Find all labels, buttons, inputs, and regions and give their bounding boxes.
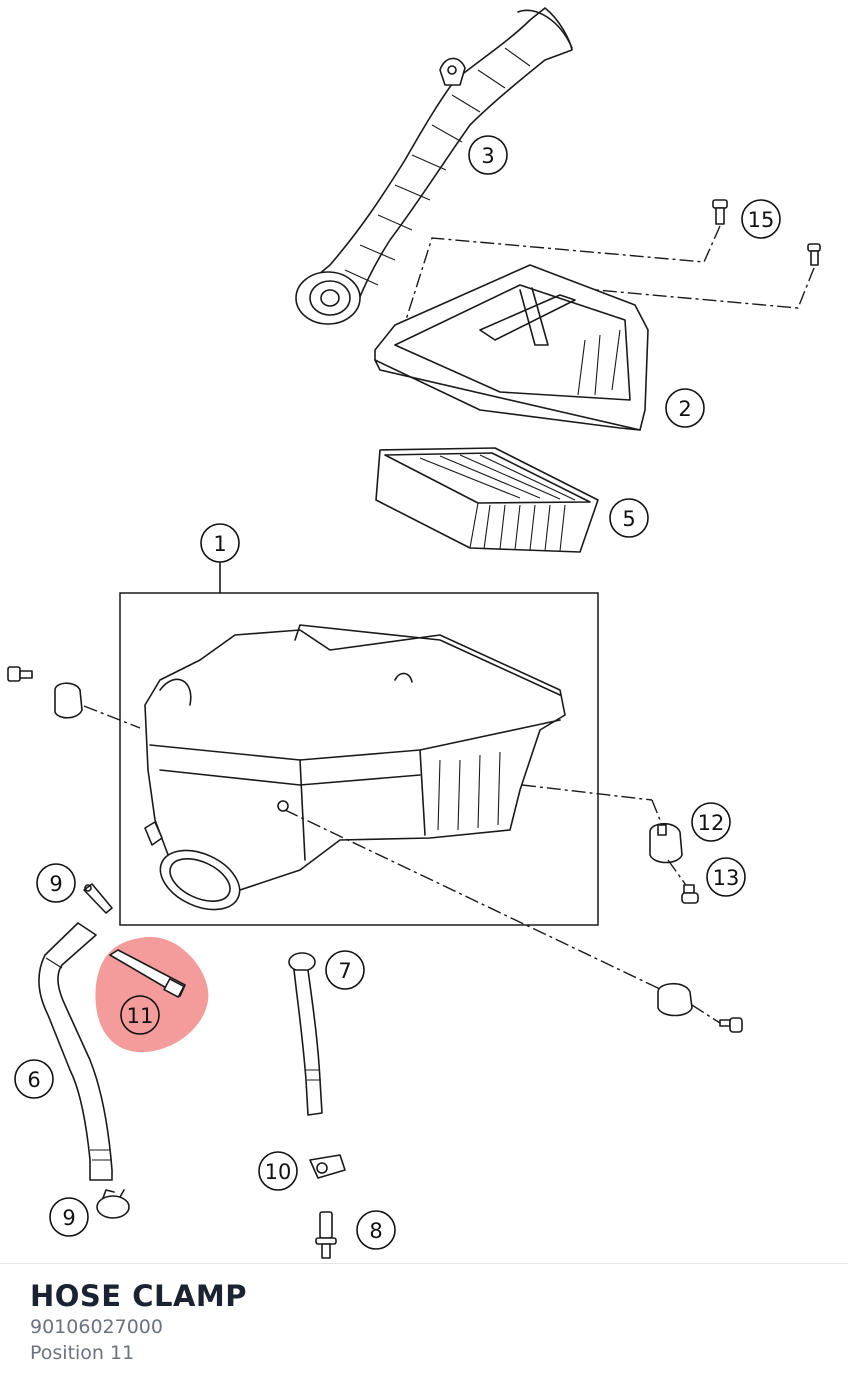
svg-text:1: 1 [213, 532, 226, 556]
part-position: Position 11 [30, 1342, 135, 1364]
part-12-grommet[interactable] [649, 822, 683, 864]
divider [0, 1263, 848, 1264]
callout-5[interactable]: 5 [609, 498, 649, 538]
part-9-clamp-lower[interactable] [96, 1189, 130, 1219]
callout-1[interactable]: 1 [200, 523, 240, 563]
part-1-airbox[interactable] [144, 624, 566, 921]
exploded-parts-diagram: 1 2 3 5 6 7 8 9 9 10 11 12 [7, 7, 821, 1259]
part-13-bolt[interactable] [681, 884, 699, 904]
part-5-air-filter[interactable] [375, 447, 599, 553]
callout-13[interactable]: 13 [706, 857, 746, 897]
svg-text:8: 8 [369, 1219, 382, 1243]
svg-text:10: 10 [265, 1160, 292, 1184]
right-mount-grommet[interactable] [657, 982, 743, 1033]
svg-text:13: 13 [713, 866, 740, 890]
part-2-airbox-cover[interactable] [374, 264, 649, 431]
part-3-intake-tube[interactable] [295, 7, 573, 325]
callout-7[interactable]: 7 [325, 950, 365, 990]
left-mount-grommet[interactable] [7, 666, 83, 719]
part-1-frame [119, 592, 599, 926]
part-info-panel: HOSE CLAMP 90106027000 Position 11 [30, 1278, 247, 1366]
svg-text:9: 9 [49, 872, 62, 896]
callout-9-upper[interactable]: 9 [36, 863, 76, 903]
svg-text:7: 7 [338, 959, 351, 983]
svg-text:2: 2 [678, 397, 691, 421]
svg-text:11: 11 [127, 1004, 154, 1028]
callout-2[interactable]: 2 [665, 388, 705, 428]
svg-text:9: 9 [62, 1206, 75, 1230]
svg-text:6: 6 [27, 1068, 40, 1092]
part-number: 90106027000 [30, 1316, 163, 1338]
callout-12[interactable]: 12 [691, 802, 731, 842]
part-10-clip[interactable] [309, 1154, 346, 1179]
part-15-screws[interactable] [712, 199, 821, 266]
callout-6[interactable]: 6 [14, 1059, 54, 1099]
callout-11[interactable]: 11 [120, 995, 160, 1035]
part-7-breather-hose[interactable] [288, 952, 323, 1116]
part-8-drain-plug[interactable] [315, 1211, 337, 1259]
svg-text:15: 15 [748, 208, 775, 232]
callout-8[interactable]: 8 [356, 1210, 396, 1250]
svg-text:12: 12 [698, 811, 725, 835]
part-6-hose[interactable] [38, 922, 113, 1181]
callout-9-lower[interactable]: 9 [49, 1197, 89, 1237]
part-title: HOSE CLAMP [30, 1279, 248, 1313]
callout-10[interactable]: 10 [258, 1151, 298, 1191]
svg-text:3: 3 [481, 144, 494, 168]
callout-3[interactable]: 3 [468, 135, 508, 175]
part-9-clip-upper[interactable] [83, 883, 113, 914]
svg-text:5: 5 [622, 507, 635, 531]
callout-15[interactable]: 15 [741, 199, 781, 239]
part-11-highlight[interactable] [95, 936, 209, 1053]
